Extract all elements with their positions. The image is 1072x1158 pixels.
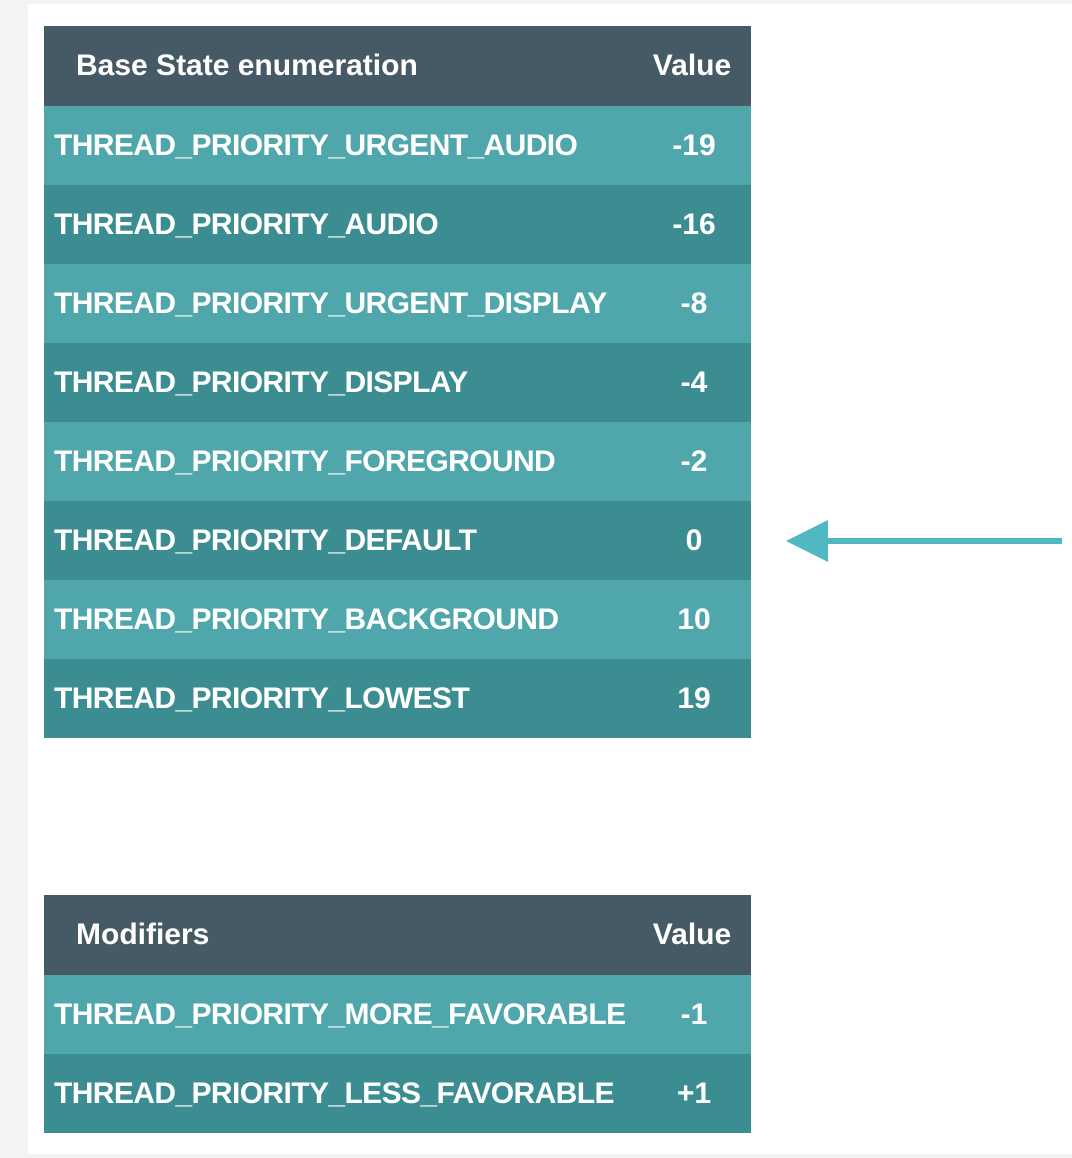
arrow-shaft bbox=[824, 538, 1062, 544]
row-name: THREAD_PRIORITY_LOWEST bbox=[44, 659, 637, 738]
table-row: THREAD_PRIORITY_DISPLAY -4 bbox=[44, 343, 751, 422]
row-value: -16 bbox=[637, 185, 751, 264]
table-row: THREAD_PRIORITY_URGENT_DISPLAY -8 bbox=[44, 264, 751, 343]
row-name: THREAD_PRIORITY_URGENT_AUDIO bbox=[44, 106, 637, 185]
column-header-name: Base State enumeration bbox=[44, 26, 637, 106]
row-value: -4 bbox=[637, 343, 751, 422]
arrow-head bbox=[786, 520, 828, 562]
table-row-highlighted: THREAD_PRIORITY_DEFAULT 0 bbox=[44, 501, 751, 580]
row-value: 0 bbox=[637, 501, 751, 580]
row-name: THREAD_PRIORITY_AUDIO bbox=[44, 185, 637, 264]
row-name: THREAD_PRIORITY_FOREGROUND bbox=[44, 422, 637, 501]
table-header-row: Base State enumeration Value bbox=[44, 26, 751, 106]
row-value: -8 bbox=[637, 264, 751, 343]
table-row: THREAD_PRIORITY_LESS_FAVORABLE +1 bbox=[44, 1054, 751, 1133]
row-name: THREAD_PRIORITY_MORE_FAVORABLE bbox=[44, 975, 637, 1054]
row-value: 19 bbox=[637, 659, 751, 738]
row-value: 10 bbox=[637, 580, 751, 659]
row-name: THREAD_PRIORITY_DEFAULT bbox=[44, 501, 637, 580]
modifiers-table: Modifiers Value THREAD_PRIORITY_MORE_FAV… bbox=[44, 895, 751, 1133]
table-row: THREAD_PRIORITY_LOWEST 19 bbox=[44, 659, 751, 738]
table-row: THREAD_PRIORITY_AUDIO -16 bbox=[44, 185, 751, 264]
column-header-value: Value bbox=[637, 26, 751, 106]
row-value: -2 bbox=[637, 422, 751, 501]
row-name: THREAD_PRIORITY_BACKGROUND bbox=[44, 580, 637, 659]
table-header-row: Modifiers Value bbox=[44, 895, 751, 975]
table-row: THREAD_PRIORITY_BACKGROUND 10 bbox=[44, 580, 751, 659]
left-arrow-icon bbox=[786, 520, 1062, 562]
row-name: THREAD_PRIORITY_DISPLAY bbox=[44, 343, 637, 422]
row-name: THREAD_PRIORITY_LESS_FAVORABLE bbox=[44, 1054, 637, 1133]
base-state-table: Base State enumeration Value THREAD_PRIO… bbox=[44, 26, 751, 738]
row-value: -1 bbox=[637, 975, 751, 1054]
column-header-value: Value bbox=[637, 895, 751, 975]
column-header-name: Modifiers bbox=[44, 895, 637, 975]
table-row: THREAD_PRIORITY_FOREGROUND -2 bbox=[44, 422, 751, 501]
row-value: -19 bbox=[637, 106, 751, 185]
row-value: +1 bbox=[637, 1054, 751, 1133]
table-row: THREAD_PRIORITY_URGENT_AUDIO -19 bbox=[44, 106, 751, 185]
table-row: THREAD_PRIORITY_MORE_FAVORABLE -1 bbox=[44, 975, 751, 1054]
row-name: THREAD_PRIORITY_URGENT_DISPLAY bbox=[44, 264, 637, 343]
